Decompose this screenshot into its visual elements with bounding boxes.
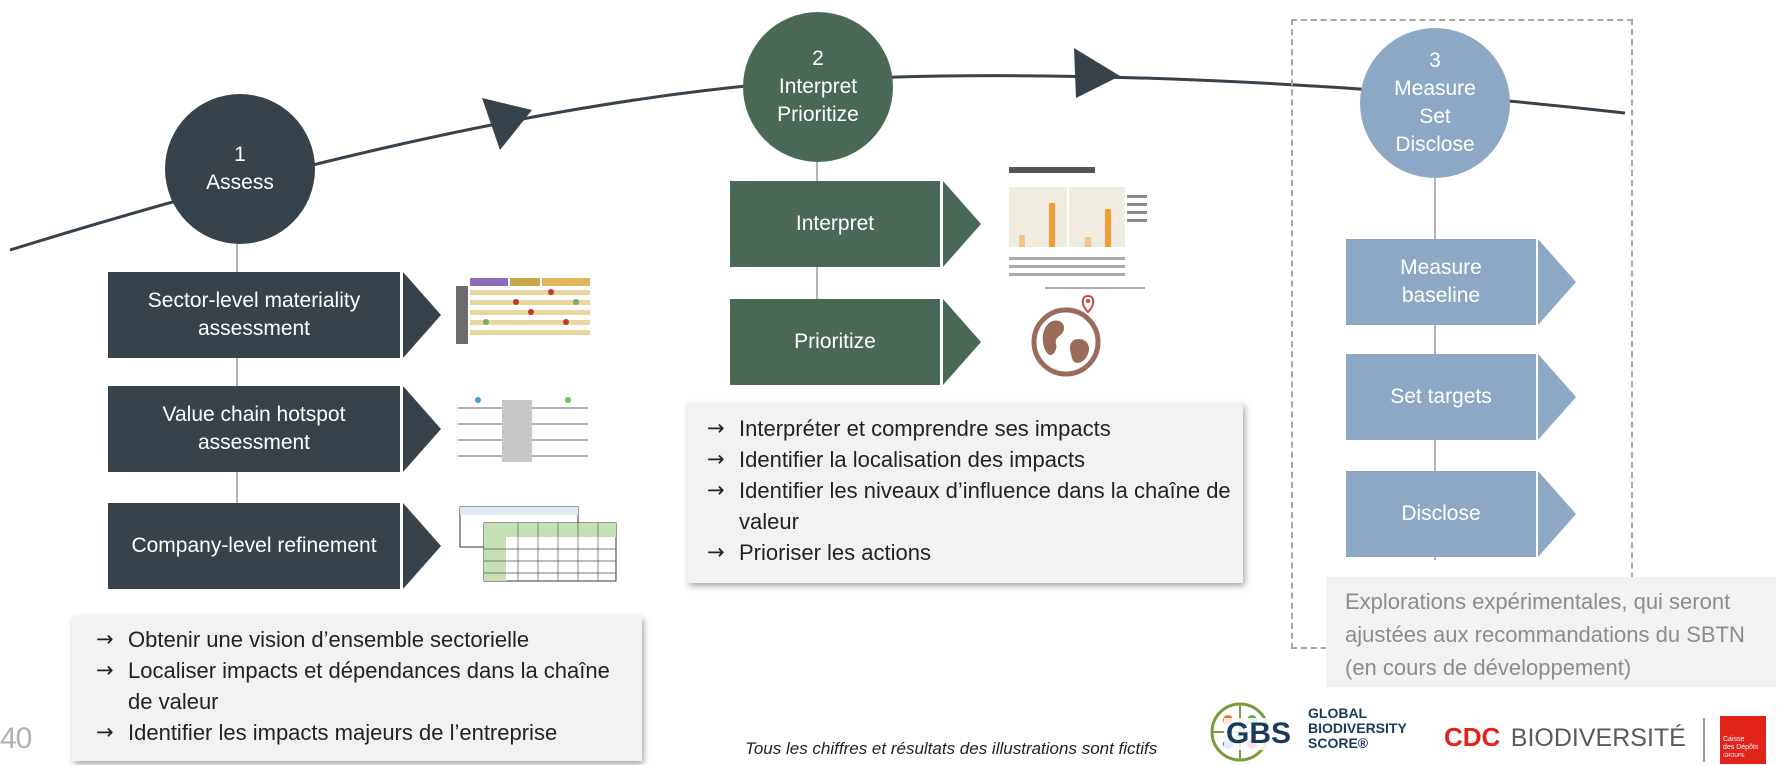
list-item: →Interpréter et comprendre ses impacts (705, 413, 1233, 444)
connector-line-1 (236, 240, 238, 512)
step-3-title-line-1: Measure (1394, 77, 1476, 100)
right-arrow-icon: → (707, 540, 725, 564)
step-3-number: 3 (1429, 49, 1441, 72)
right-arrow-icon: → (96, 720, 114, 744)
chevron-icon (1538, 239, 1576, 325)
chevron-icon (403, 503, 441, 589)
cdc-biodiversite-logo: CDC BIODIVERSITÉ (1444, 722, 1686, 754)
right-arrow-icon: → (96, 627, 114, 651)
right-arrow-icon: → (707, 478, 725, 502)
page-number: 40 (0, 722, 32, 755)
list-item: →Identifier la localisation des impacts (705, 444, 1233, 475)
gbs-logo: GBS GLOBAL BIODIVERSITY SCORE® (1202, 700, 1420, 762)
company-refinement-box: Company-level refinement (108, 503, 400, 589)
timeline-arrowhead-1 (482, 98, 532, 150)
interpret-box: Interpret (730, 181, 940, 267)
list-item: →Identifier les impacts majeurs de l’ent… (94, 717, 632, 748)
step-3-title-line-3: Disclose (1395, 133, 1475, 156)
right-arrow-icon: → (707, 416, 725, 440)
measure-baseline-box: Measure baseline (1346, 239, 1536, 325)
table-thumbnail-icon (459, 506, 617, 582)
interpret-notes-list: →Interpréter et comprendre ses impacts →… (705, 413, 1233, 568)
disclose-box: Disclose (1346, 471, 1536, 557)
prioritize-box: Prioritize (730, 299, 940, 385)
interpret-notes-panel: →Interpréter et comprendre ses impacts →… (687, 403, 1243, 583)
chevron-icon (943, 299, 981, 385)
right-arrow-icon: → (96, 658, 114, 682)
step-1-circle: 1 Assess (165, 94, 315, 244)
step-3-circle: 3 Measure Set Disclose (1360, 28, 1510, 178)
gbs-wordmark: GLOBAL BIODIVERSITY SCORE® (1308, 705, 1407, 751)
assess-notes-panel: →Obtenir une vision d’ensemble sectoriel… (72, 616, 642, 761)
step-2-circle: 2 Interpret Prioritize (743, 12, 893, 162)
list-item: →Identifier les niveaux d’influence dans… (705, 475, 1233, 537)
assess-notes-list: →Obtenir une vision d’ensemble sectoriel… (94, 624, 632, 748)
matrix-thumbnail-icon (456, 278, 590, 344)
cdc-name: BIODIVERSITÉ (1510, 724, 1686, 752)
chevron-icon (403, 386, 441, 472)
value-chain-hotspot-box: Value chain hotspot assessment (108, 386, 400, 472)
set-targets-box: Set targets (1346, 354, 1536, 440)
experimental-note: Explorations expérimentales, qui seront … (1326, 577, 1776, 687)
right-arrow-icon: → (707, 447, 725, 471)
gbs-acronym: GBS (1224, 717, 1294, 750)
step-1-title: Assess (206, 171, 274, 194)
step-1-number: 1 (234, 143, 246, 166)
step-2-number: 2 (812, 47, 824, 70)
cdc-brand: CDC (1444, 722, 1501, 752)
flowchart-thumbnail-icon (458, 397, 588, 462)
list-item: →Obtenir une vision d’ensemble sectoriel… (94, 624, 632, 655)
chevron-icon (403, 272, 441, 358)
step-2-title-line-1: Interpret (778, 75, 858, 98)
disclaimer-text: Tous les chiffres et résultats des illus… (745, 739, 1158, 758)
caisse-des-depots-logo: Caisse des Dépôts GROUPE (1720, 716, 1766, 764)
chevron-icon (1538, 471, 1576, 557)
sector-materiality-box: Sector-level materiality assessment (108, 272, 400, 358)
chevron-icon (1538, 354, 1576, 440)
logo-divider (1703, 718, 1705, 762)
timeline-arrowhead-2 (1074, 48, 1120, 98)
step-3-title-line-2: Set (1419, 105, 1451, 128)
globe-pin-icon (1031, 294, 1101, 377)
list-item: →Prioriser les actions (705, 537, 1233, 568)
chevron-icon (943, 181, 981, 267)
step-2-title-line-2: Prioritize (777, 103, 859, 126)
bar-chart-thumbnail-icon (1009, 167, 1147, 289)
list-item: →Localiser impacts et dépendances dans l… (94, 655, 632, 717)
